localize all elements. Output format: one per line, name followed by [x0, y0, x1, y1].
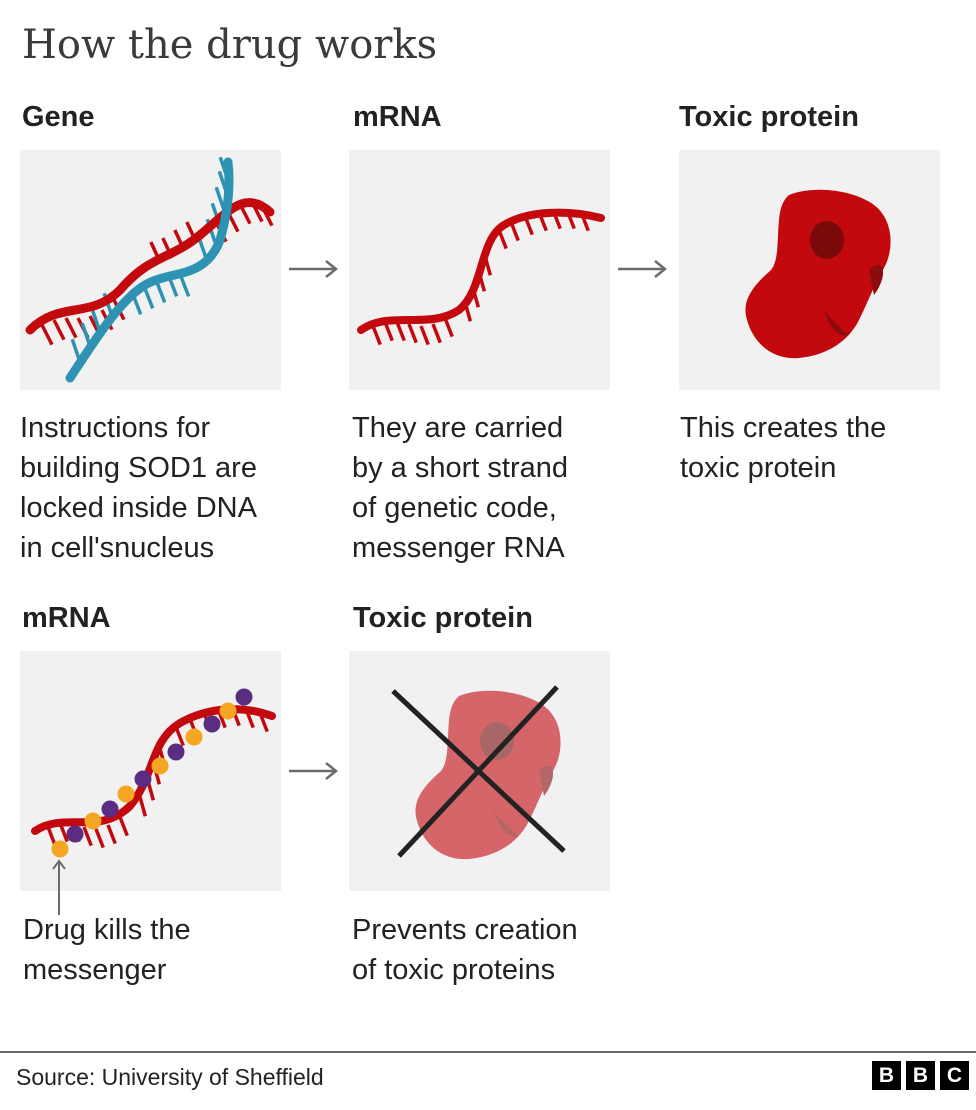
- panel-heading-gene: Gene: [22, 101, 95, 133]
- drug-molecule-dot: [219, 702, 237, 720]
- gene-image: [20, 150, 281, 390]
- base-pair-rung: [106, 824, 117, 845]
- drug-molecule-dot: [134, 770, 152, 788]
- crossed-out-protein-icon: [391, 685, 566, 860]
- arrow-up-icon: [52, 859, 66, 915]
- mrna-red-strand: [357, 208, 605, 334]
- base-pair-rung: [118, 816, 129, 837]
- base-pair-rung: [383, 321, 394, 342]
- logo-letter: B: [906, 1061, 935, 1090]
- mrna-with-drug-icon: [31, 688, 276, 858]
- drug-molecule-dot: [235, 688, 253, 706]
- drug-molecule-dot: [167, 743, 185, 761]
- protein-dark-spot: [810, 221, 844, 259]
- dna-red-strand: [25, 198, 275, 335]
- drug-molecule-dot: [51, 840, 69, 858]
- base-pair-rung: [138, 796, 148, 817]
- panel-caption-mrna: They are carried by a short strand of ge…: [352, 412, 568, 564]
- base-pair-rung: [40, 324, 54, 346]
- base-pair-rung: [94, 828, 105, 849]
- base-pair-rung: [46, 826, 57, 847]
- panel-caption-toxic-protein: This creates the toxic protein: [680, 412, 887, 484]
- drug-molecule-dot: [203, 715, 221, 733]
- dna-teal-strand: [65, 157, 234, 383]
- arrow-right-icon: [289, 762, 339, 780]
- base-pair-rung: [407, 323, 418, 344]
- protein-body: [745, 189, 891, 359]
- panel-caption-gene: Instructions for building SOD1 are locke…: [20, 412, 257, 564]
- base-pair-rung: [395, 321, 406, 342]
- mrna-image: [349, 150, 610, 390]
- base-pair-rung: [443, 317, 454, 338]
- base-pair-rung: [419, 325, 430, 346]
- drug-molecule-dot: [84, 812, 102, 830]
- mrna-drug-image: [20, 651, 281, 891]
- drug-molecule-dot: [151, 757, 169, 775]
- base-pair-rung: [64, 317, 78, 339]
- arrow-right-icon: [289, 260, 339, 278]
- mrna-strand-icon: [357, 208, 605, 346]
- drug-molecule-dot: [66, 825, 84, 843]
- page-title: How the drug works: [22, 22, 438, 68]
- base-pair-rung: [371, 325, 382, 346]
- panel-caption-prevented-protein: Prevents creation of toxic proteins: [352, 914, 578, 986]
- source-credit: Source: University of Sheffield: [16, 1064, 324, 1090]
- logo-letter: C: [940, 1061, 969, 1090]
- base-pair-rung: [82, 826, 93, 847]
- panel-caption-mrna-drug: Drug kills the messenger: [23, 914, 191, 986]
- panel-heading-toxic-protein: Toxic protein: [679, 101, 859, 133]
- cross-line: [397, 685, 559, 858]
- panel-heading-prevented-protein: Toxic protein: [353, 602, 533, 634]
- drug-molecule-dot: [101, 800, 119, 818]
- toxic-protein-icon: [745, 189, 891, 359]
- drug-molecule-dot: [185, 728, 203, 746]
- panel-heading-mrna-drug: mRNA: [22, 602, 111, 634]
- drug-molecule-dot: [117, 785, 135, 803]
- base-pair-rung: [431, 323, 442, 344]
- base-pair-rung: [52, 319, 66, 341]
- base-pair-rung: [174, 726, 185, 747]
- toxic-protein-image: [679, 150, 940, 390]
- logo-letter: B: [872, 1061, 901, 1090]
- bbc-logo: B B C: [872, 1061, 969, 1090]
- panel-heading-mrna: mRNA: [353, 101, 442, 133]
- prevented-protein-image: [349, 651, 610, 891]
- footer-divider: [0, 1051, 976, 1053]
- arrow-right-icon: [618, 260, 668, 278]
- dna-double-helix-icon: [25, 156, 275, 383]
